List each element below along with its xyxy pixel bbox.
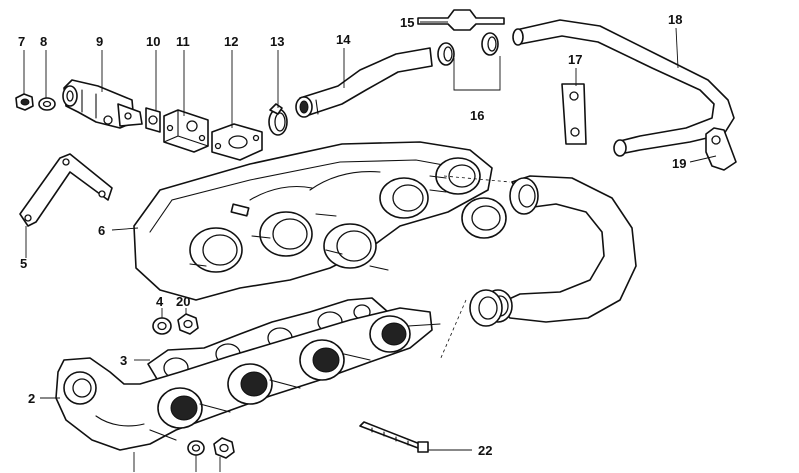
elbow-gasket [461, 197, 507, 239]
part-19-clip [705, 127, 737, 171]
callout-6: 6 [98, 223, 105, 238]
part-5-bracket [19, 153, 113, 227]
callout-11: 11 [176, 34, 190, 49]
callout-16: 16 [470, 108, 484, 123]
callout-10: 10 [146, 34, 160, 49]
part-2-exhaust-manifold [55, 307, 441, 451]
callout-15: 15 [400, 15, 414, 30]
callout-8: 8 [40, 34, 47, 49]
callout-2: 2 [28, 391, 35, 406]
exhaust-elbow-pipe [469, 175, 637, 327]
part-16-clamps [437, 32, 501, 91]
bottom-nut [213, 437, 235, 459]
part-15-bracket [417, 9, 505, 31]
callout-18: 18 [668, 12, 682, 27]
callout-labels: 7 8 9 10 11 12 13 14 15 16 17 18 19 6 5 … [18, 12, 686, 458]
callout-3: 3 [120, 353, 127, 368]
part-7-nut [15, 93, 34, 111]
part-22-cable-tie [359, 421, 429, 453]
part-9-valve [62, 79, 143, 129]
part-12-gasket [211, 123, 263, 161]
part-18-pipe [512, 19, 735, 157]
callout-19: 19 [672, 156, 686, 171]
bottom-washer [187, 440, 205, 456]
callout-22: 22 [478, 443, 492, 458]
part-4-washer [152, 317, 172, 335]
callout-13: 13 [270, 34, 284, 49]
part-8-washer [38, 97, 56, 111]
callout-14: 14 [336, 32, 351, 47]
part-14-hose [295, 47, 433, 118]
callout-5: 5 [20, 256, 27, 271]
part-13-clamp [268, 103, 288, 136]
part-6-intake-manifold [133, 141, 493, 301]
callout-9: 9 [96, 34, 103, 49]
callout-17: 17 [568, 52, 582, 67]
callout-4: 4 [156, 294, 164, 309]
part-11-flange [163, 109, 209, 153]
leader-lines [23, 21, 717, 472]
part-20-nut [177, 313, 199, 335]
part-10-gasket [145, 107, 161, 133]
callout-20: 20 [176, 294, 190, 309]
callout-7: 7 [18, 34, 25, 49]
part-17-plate [561, 83, 587, 145]
callout-12: 12 [224, 34, 238, 49]
